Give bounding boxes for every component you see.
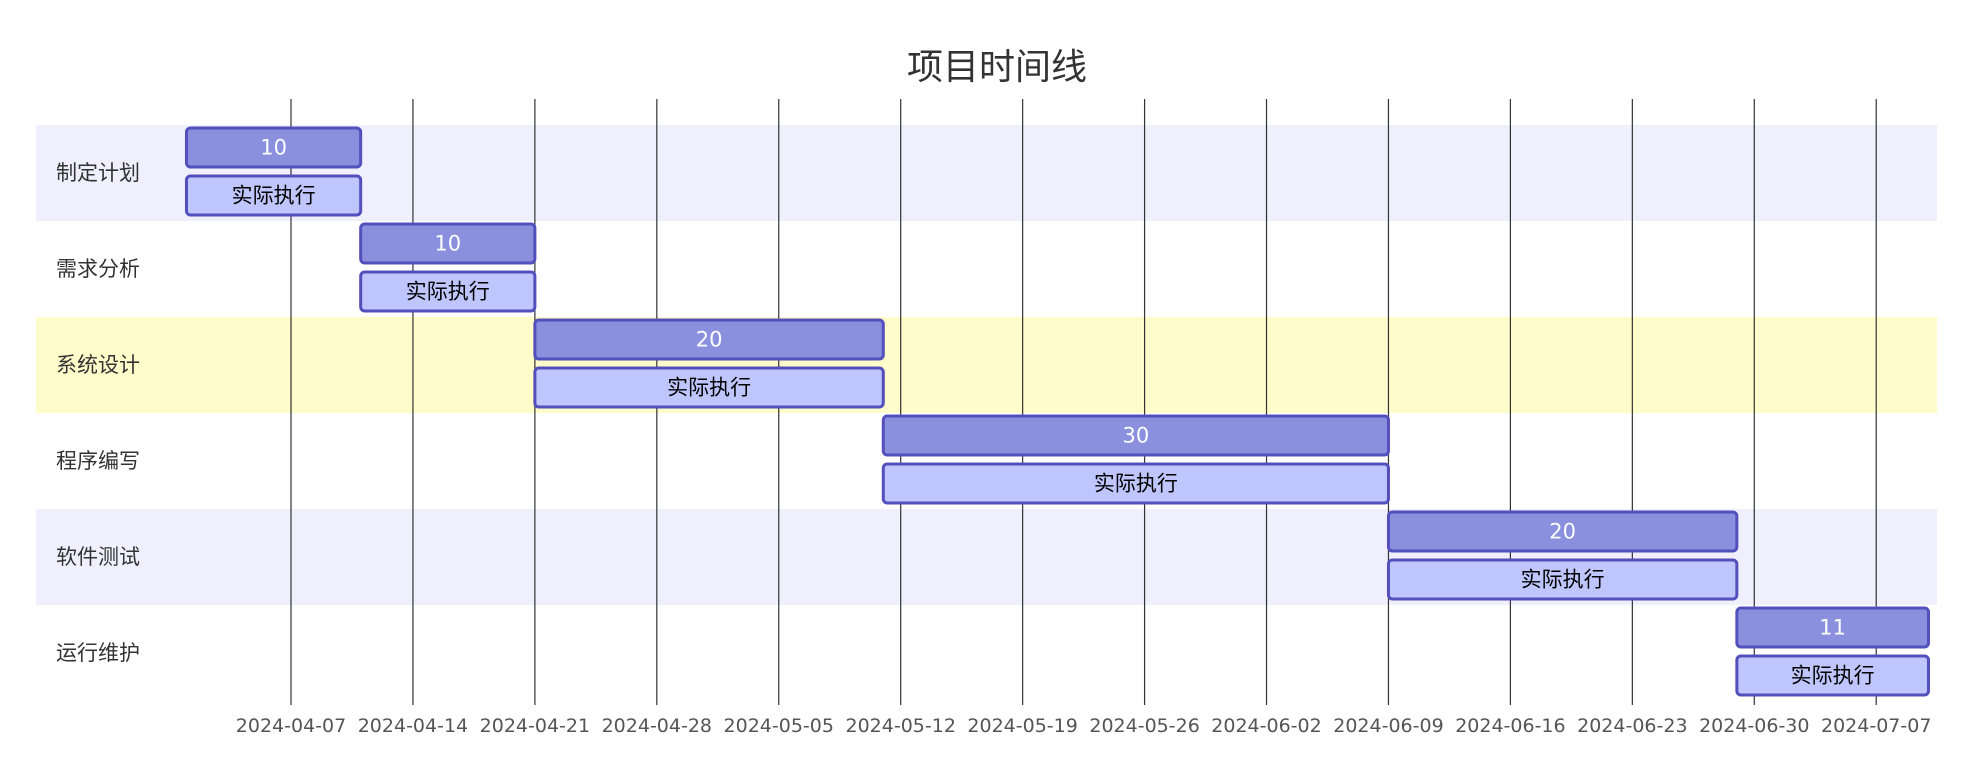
section-band (36, 317, 1937, 413)
plan-bar (1386, 510, 1739, 553)
x-tick-label: 2024-06-02 (1211, 715, 1321, 737)
actual-bar-label: 实际执行 (1094, 472, 1178, 496)
plan-bar-label: 10 (260, 136, 287, 160)
actual-bar (1386, 558, 1739, 601)
actual-bar (533, 366, 885, 409)
x-tick-label: 2024-04-28 (602, 715, 712, 737)
plan-bar (359, 222, 537, 265)
actual-bar-label: 实际执行 (1521, 568, 1605, 592)
plan-bar-label: 20 (1549, 520, 1576, 544)
x-tick-label: 2024-05-12 (845, 715, 955, 737)
section-label: 系统设计 (56, 353, 140, 377)
plan-bar (1735, 606, 1930, 649)
actual-bar (184, 174, 363, 217)
section-band (36, 605, 1937, 701)
plan-bar-label: 20 (696, 328, 723, 352)
chart-title: 项目时间线 (907, 47, 1087, 88)
actual-bar (1735, 654, 1930, 697)
x-tick-label: 2024-04-07 (236, 715, 346, 737)
x-tick-label: 2024-06-16 (1455, 715, 1565, 737)
plan-bar (881, 414, 1390, 457)
section-label: 程序编写 (56, 449, 140, 473)
x-tick-label: 2024-04-14 (358, 715, 468, 737)
x-tick-label: 2024-05-19 (967, 715, 1077, 737)
section-label: 软件测试 (56, 545, 140, 569)
x-tick-label: 2024-06-09 (1333, 715, 1443, 737)
actual-bar (881, 462, 1390, 505)
x-tick-label: 2024-06-23 (1577, 715, 1687, 737)
x-axis-ticks: 2024-04-07 2024-04-14 2024-04-21 2024-04-28… (236, 715, 1932, 737)
x-tick-label: 2024-05-05 (724, 715, 834, 737)
x-tick-label: 2024-07-07 (1821, 715, 1931, 737)
section-label: 制定计划 (56, 161, 140, 185)
actual-bar-label: 实际执行 (232, 184, 316, 208)
section-label: 运行维护 (56, 641, 140, 665)
plan-bar-label: 30 (1123, 424, 1150, 448)
plan-bar-label: 10 (434, 232, 461, 256)
x-tick-label: 2024-06-30 (1699, 715, 1809, 737)
section-label: 需求分析 (56, 257, 140, 281)
plan-bar (533, 318, 885, 361)
actual-bar-label: 实际执行 (406, 280, 490, 304)
section-band (36, 221, 1937, 317)
task-bars: 10 实际执行 10 实际执行 20 实际执行 30 实际执行 20 实际执行 11 实际执行 (184, 126, 1930, 697)
actual-bar-label: 实际执行 (667, 376, 751, 400)
x-tick-label: 2024-05-26 (1089, 715, 1199, 737)
plan-bar (184, 126, 363, 169)
x-tick-label: 2024-04-21 (480, 715, 590, 737)
actual-bar (359, 270, 537, 313)
plan-bar-label: 11 (1819, 616, 1846, 640)
actual-bar-label: 实际执行 (1791, 664, 1875, 688)
